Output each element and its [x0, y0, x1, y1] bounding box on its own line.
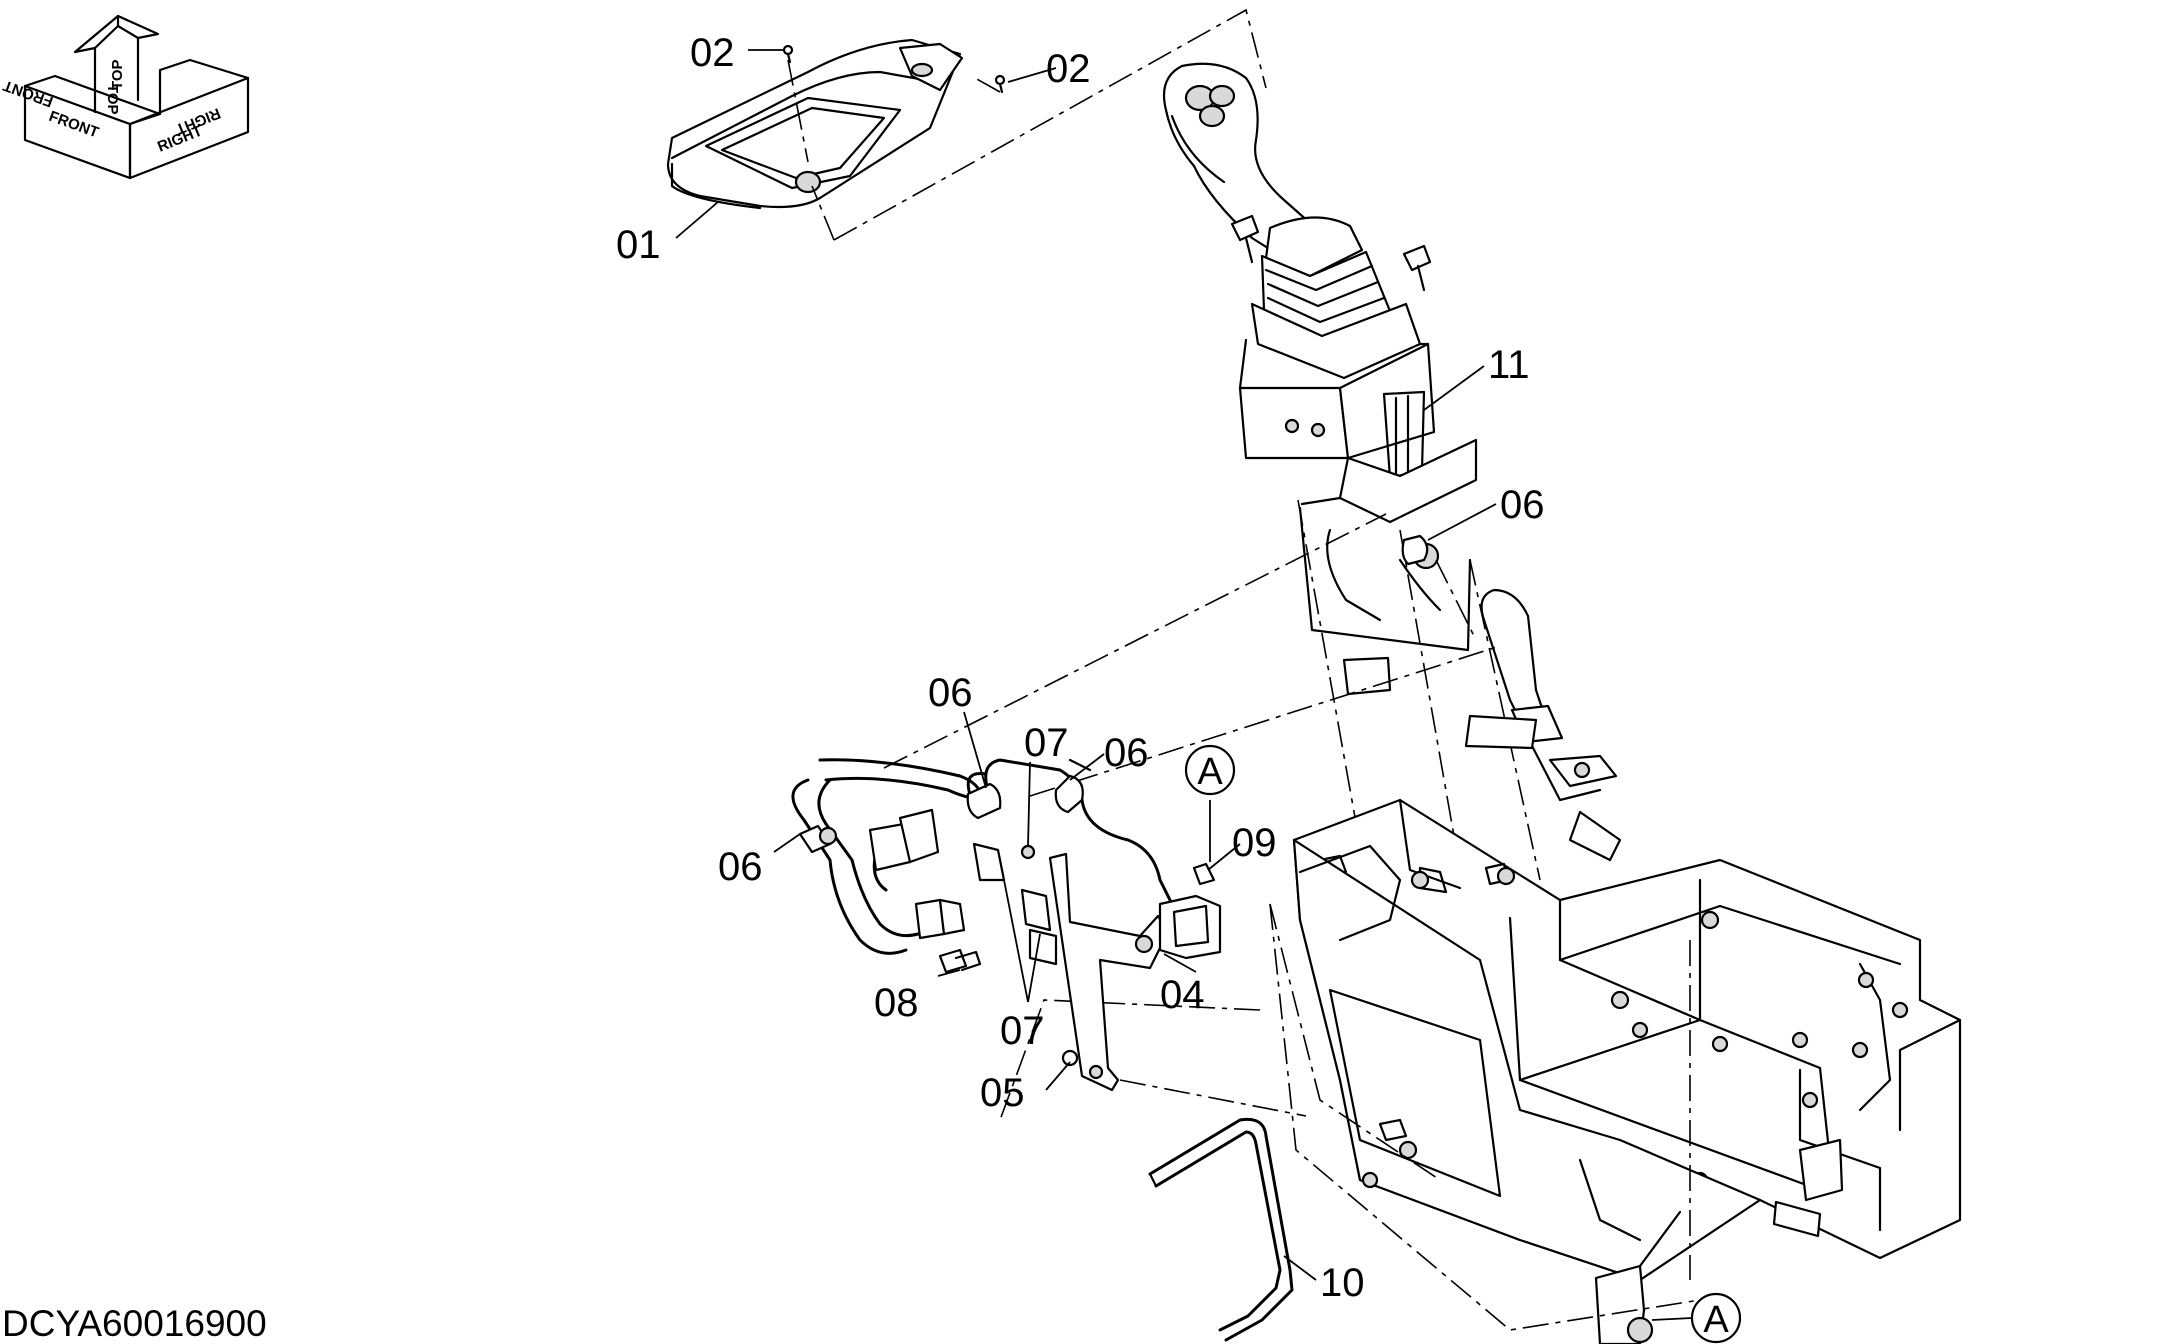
bolt-08-icon — [938, 948, 982, 974]
callout-10: 10 — [1320, 1261, 1365, 1305]
joystick-bolt-left-icon — [1230, 214, 1260, 264]
armrest-cover-part — [666, 38, 964, 210]
callout-07-lower: 07 — [1000, 1009, 1045, 1053]
harness-clip-06-middle-icon — [966, 782, 1002, 820]
callout-11: 11 — [1488, 343, 1530, 387]
clip-07-upper-icon — [972, 842, 1036, 882]
callout-08: 08 — [874, 981, 919, 1025]
reference-marker-a-upper-label: A — [1197, 751, 1223, 793]
front-label-mirrored: FRONT — [1, 77, 55, 111]
drawing-code: DCYA60016900 — [2, 1303, 267, 1344]
callout-07-upper: 07 — [1024, 721, 1069, 765]
callout-06-left: 06 — [718, 845, 763, 889]
harness-clip-06-left-icon — [798, 824, 838, 854]
connector-cap-part — [1158, 862, 1222, 960]
callout-06-middle: 06 — [928, 671, 973, 715]
callout-09: 09 — [1232, 821, 1277, 865]
top-label-mirrored: TOP — [109, 59, 126, 90]
callout-05: 05 — [980, 1071, 1025, 1115]
screw-02-left-icon — [782, 44, 794, 64]
callout-06-upper: 06 — [1500, 483, 1545, 527]
top-label: TOP — [104, 84, 121, 115]
callout-01: 01 — [616, 223, 661, 267]
joystick-bolt-right-icon — [1402, 244, 1432, 292]
reference-marker-a-lower-label: A — [1703, 1299, 1729, 1341]
joystick-part — [1162, 62, 1478, 696]
bracket-plate-part — [1048, 852, 1170, 1092]
callout-04: 04 — [1160, 973, 1205, 1017]
callout-02-left: 02 — [690, 31, 735, 75]
reference-marker-a-upper: A — [1184, 744, 1236, 796]
reference-marker-a-lower: A — [1690, 1292, 1742, 1344]
console-bottom-bracket-part — [1594, 1210, 1682, 1344]
harness-clip-06-upper-icon — [1401, 534, 1429, 566]
nut-05-icon — [1061, 1049, 1079, 1067]
front-label: FRONT — [47, 108, 101, 142]
hex-wrench-part — [1148, 1117, 1294, 1342]
callout-02-right: 02 — [1046, 47, 1091, 91]
orientation-indicator-icon: FRONT FRONT TOP TOP RIGHT RIGHT — [1, 14, 250, 180]
clip-07-lower-icon — [1020, 888, 1058, 966]
harness-clip-06-right-icon — [1054, 774, 1084, 814]
harness-arm-part — [1464, 588, 1618, 802]
callout-06-right: 06 — [1104, 731, 1149, 775]
screw-02-right-icon — [994, 74, 1006, 94]
